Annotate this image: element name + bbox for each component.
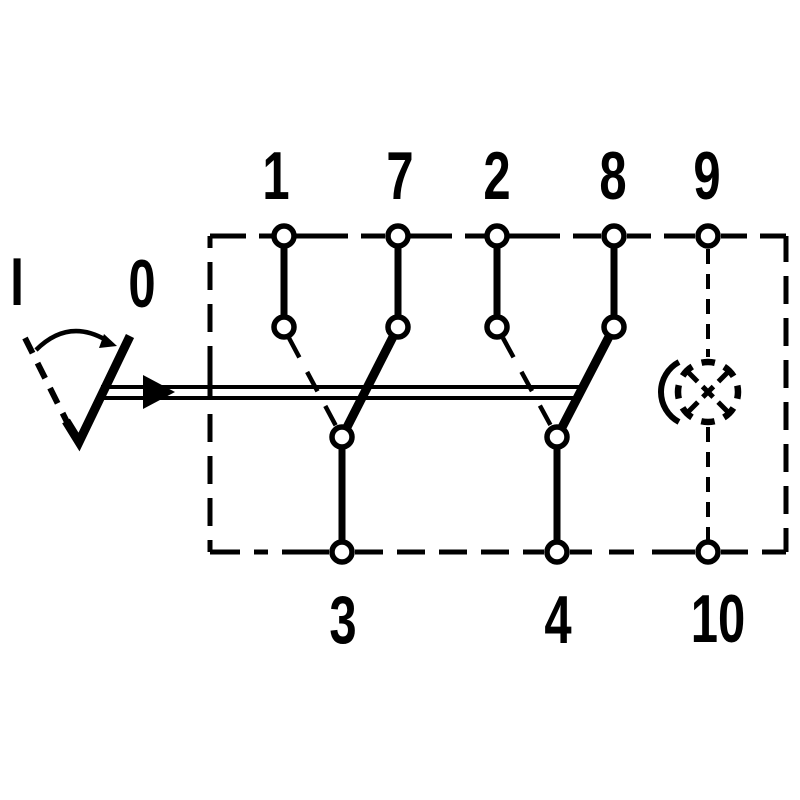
- terminal-label-4: 4: [544, 582, 572, 658]
- open-contact-blade-1-3: [287, 336, 338, 428]
- lever-position-0-solid: [62, 334, 135, 452]
- pole-1-7-3: [280, 238, 403, 550]
- terminal-label-3: 3: [329, 582, 357, 658]
- position-label-off: 0: [128, 246, 156, 322]
- terminal-circles: [271, 223, 721, 565]
- lamp-icon: [658, 358, 742, 426]
- lever-position-I-dashed: [22, 336, 77, 438]
- terminal-label-10: 10: [690, 581, 746, 657]
- closed-contact-blade-8-4: [553, 324, 618, 440]
- pole-2-8-4: [493, 238, 618, 550]
- pivot-contact-circle-3: [329, 424, 355, 450]
- pivot-contact-circle-4: [544, 424, 570, 450]
- terminal-label-9: 9: [693, 138, 721, 214]
- fixed-contact-circle-2: [484, 314, 510, 340]
- fixed-contact-circle-7: [385, 314, 411, 340]
- terminal-label-7: 7: [386, 138, 414, 214]
- lamp-cross-diagonal-2: [685, 369, 731, 415]
- switch-lever: [22, 328, 135, 452]
- terminal-circle-9: [695, 223, 721, 249]
- terminal-label-8: 8: [599, 138, 627, 214]
- terminal-circle-3: [329, 539, 355, 565]
- lamp-paren-arc: [658, 359, 681, 425]
- illumination-circuit-9-10: [658, 249, 742, 545]
- rotation-arrow-arc: [34, 328, 108, 352]
- terminal-circle-7: [385, 223, 411, 249]
- terminal-label-1: 1: [262, 138, 290, 214]
- terminal-circle-10: [695, 539, 721, 565]
- terminal-label-2: 2: [483, 138, 511, 214]
- terminal-circle-4: [544, 539, 570, 565]
- actuator-bar: [97, 375, 584, 409]
- closed-contact-blade-7-3: [337, 324, 403, 440]
- rotation-arrow-head-icon: [99, 334, 117, 348]
- lamp-circle: [674, 358, 742, 426]
- fixed-contact-circle-8: [601, 314, 627, 340]
- terminal-circle-1: [271, 223, 297, 249]
- position-label-on: I: [10, 244, 24, 320]
- fixed-contact-circle-1: [271, 314, 297, 340]
- terminal-circle-8: [601, 223, 627, 249]
- actuator-arrow-icon: [143, 375, 175, 409]
- switch-body-outline: [207, 233, 789, 555]
- open-contact-blade-2-4: [501, 336, 553, 428]
- terminal-circle-2: [484, 223, 510, 249]
